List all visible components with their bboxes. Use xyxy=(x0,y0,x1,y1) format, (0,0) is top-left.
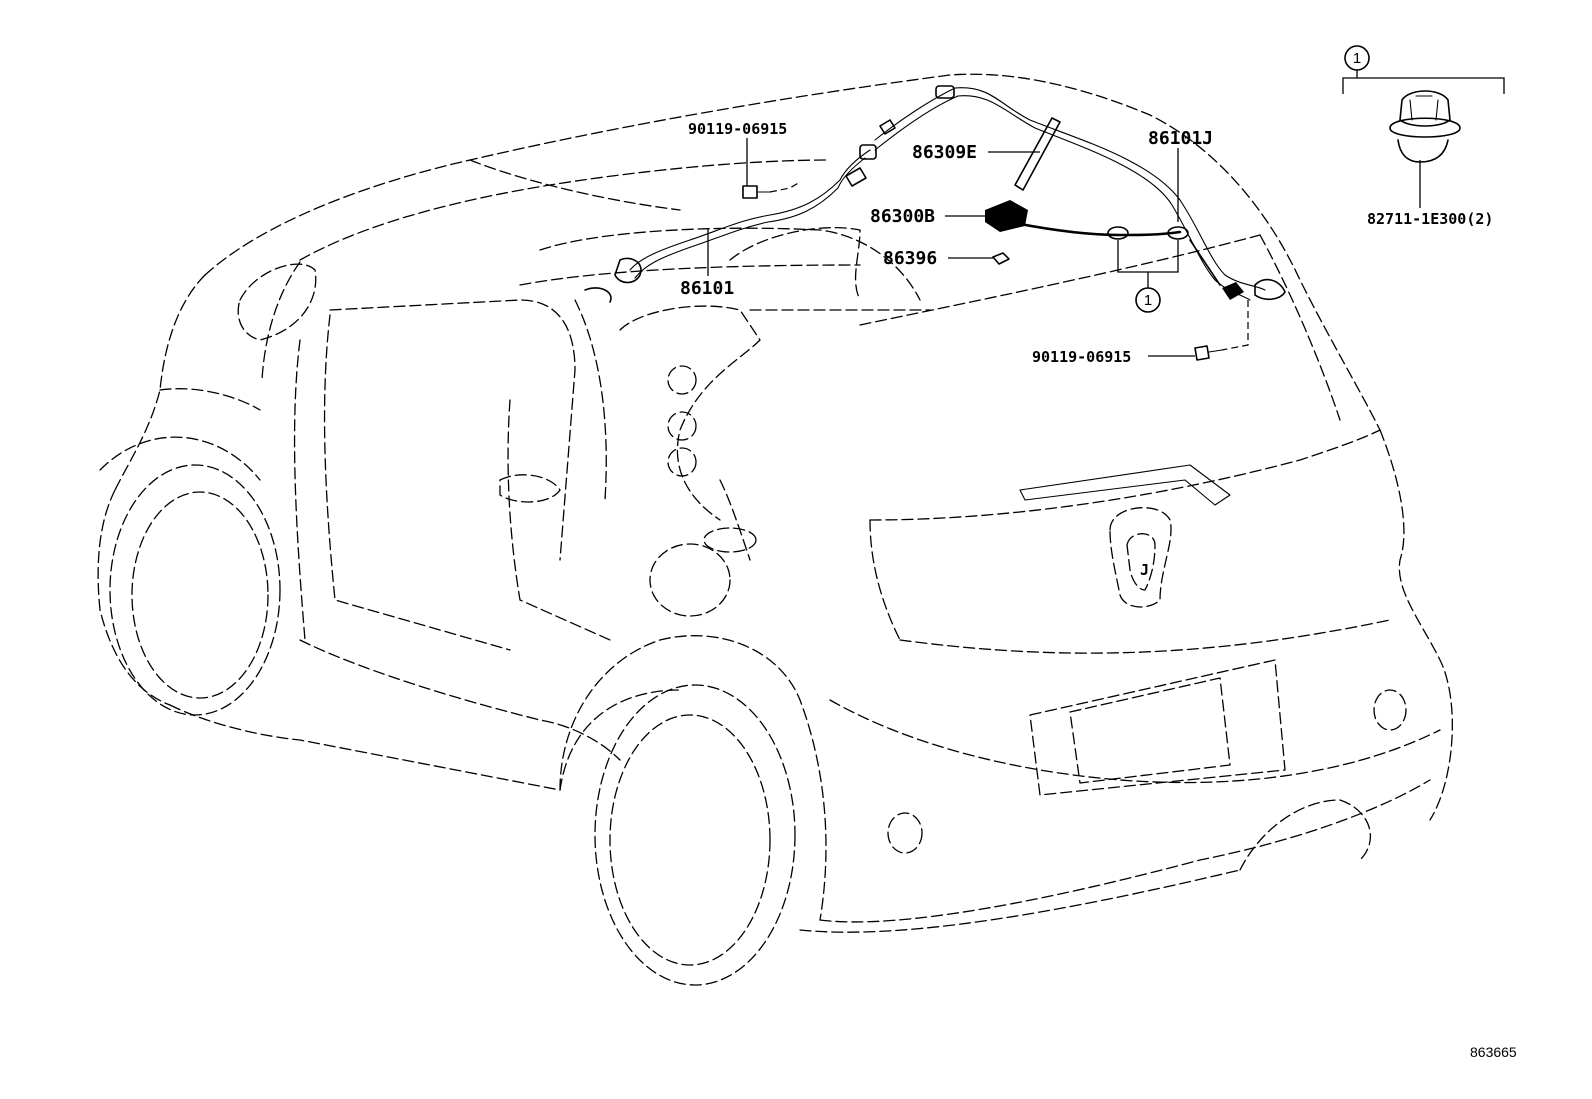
clamp-part-icon xyxy=(1389,90,1461,163)
group-marker-mid-number: 1 xyxy=(1144,292,1152,309)
label-bolt-top: 90119-06915 xyxy=(688,120,787,138)
label-cord-j: 86101J xyxy=(1148,128,1213,149)
group-marker-mid: 1 xyxy=(1135,287,1161,313)
emblem-letter: J xyxy=(1140,561,1149,579)
label-bolt-right: 90119-06915 xyxy=(1032,348,1131,366)
label-antenna-clip: 86396 xyxy=(883,248,937,269)
rear-left-wheel xyxy=(559,684,796,986)
antenna-cord-assembly xyxy=(584,85,1286,361)
car-body-outline xyxy=(97,73,1453,933)
label-clamp-part: 82711-1E300(2) xyxy=(1367,210,1493,228)
rear-right-wheel xyxy=(1239,799,1371,871)
label-cord-main: 86101 xyxy=(680,278,734,299)
reference-code: 863665 xyxy=(1470,1044,1517,1060)
label-antenna-cable: 86309E xyxy=(912,142,977,163)
front-wheel xyxy=(99,436,281,716)
callout-labels: 90119-06915 86309E 86101J 86300B 86396 8… xyxy=(680,120,1517,1060)
leader-lines xyxy=(707,70,1505,357)
group-marker-top: 1 xyxy=(1344,45,1370,71)
label-antenna-base: 86300B xyxy=(870,206,935,227)
group-marker-top-number: 1 xyxy=(1353,50,1361,67)
